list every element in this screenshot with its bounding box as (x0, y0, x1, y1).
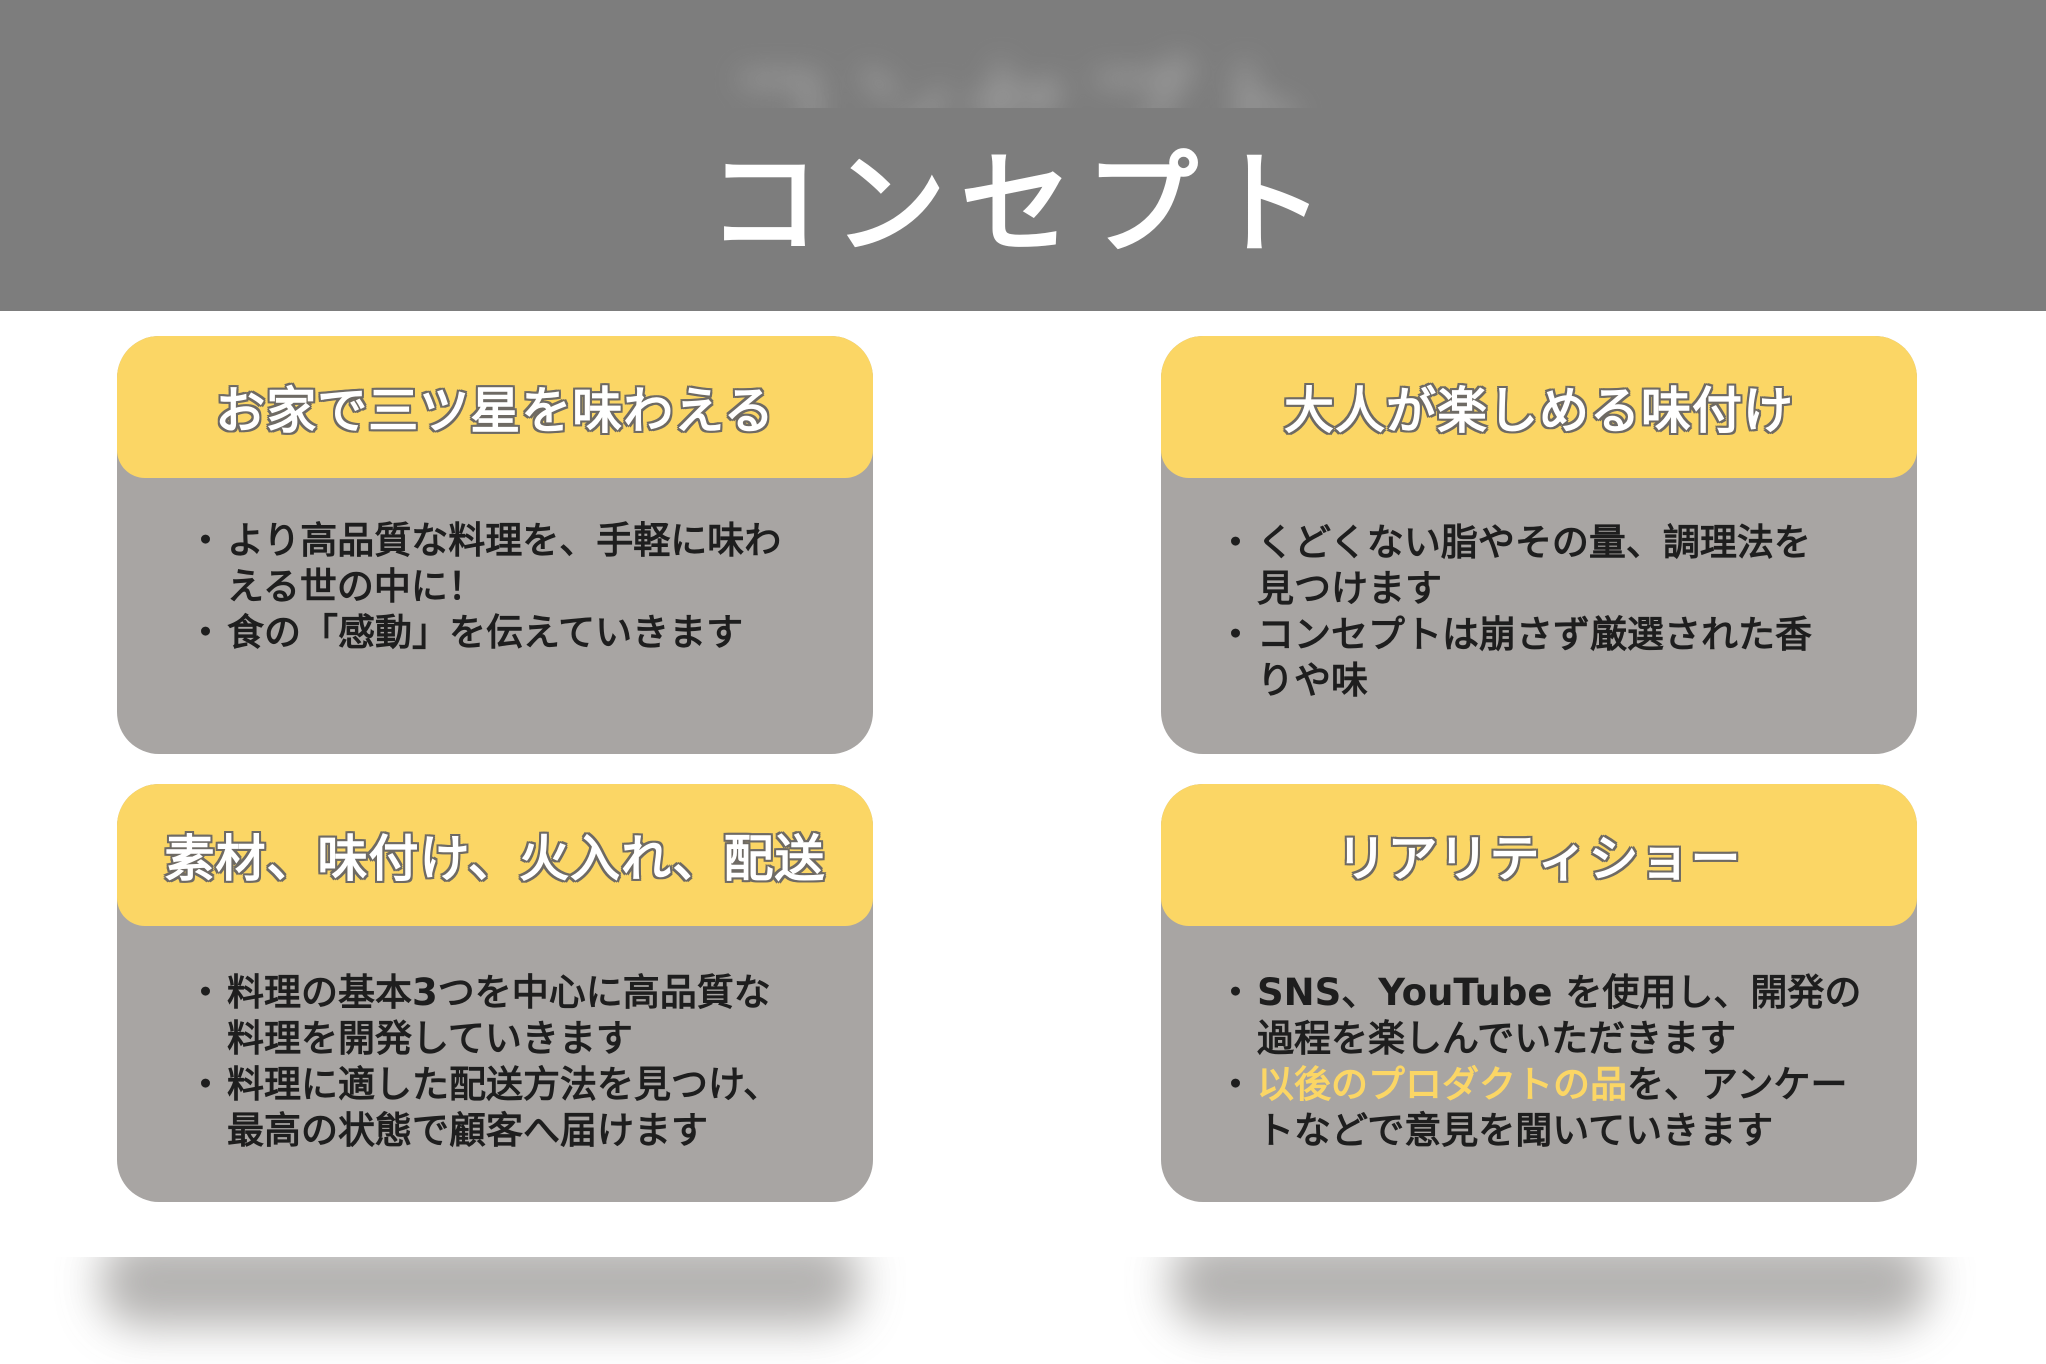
bullet-item: 食の「感動」を伝えていきます (187, 610, 803, 656)
bullet-list: くどくない脂やその量、調理法を見つけます コンセプトは崩さず厳選された香りや味 (1217, 520, 1847, 704)
card-body: SNS、YouTube を使用し、開発の過程を楽しんでいただきます 以後のプロダ… (1161, 926, 1917, 1202)
header-banner: コンセプト (0, 108, 2046, 311)
bullet-text: を、アンケートなどで意見を聞いていきます (1257, 1063, 1848, 1152)
highlight-text: 以後のプロダクトの品 (1257, 1063, 1627, 1106)
card-header: お家で三ツ星を味わえる (117, 336, 873, 478)
top-band: コンセプト (0, 0, 2046, 108)
concept-card-home-three-star: お家で三ツ星を味わえる より高品質な料理を、手軽に味わえる世の中に！ 食の「感動… (117, 336, 873, 754)
card-title: 素材、味付け、火入れ、配送 (164, 830, 826, 888)
ghost-title: コンセプト (0, 22, 2046, 108)
ghost-card-left (100, 1257, 860, 1327)
card-body: くどくない脂やその量、調理法を見つけます コンセプトは崩さず厳選された香りや味 (1161, 478, 1917, 754)
bullet-item: 料理の基本3つを中心に高品質な料理を開発していきます (187, 970, 785, 1062)
ghost-card-right (1170, 1257, 1930, 1327)
card-title: リアリティショー (1336, 830, 1742, 888)
concept-card-adult-flavor: 大人が楽しめる味付け くどくない脂やその量、調理法を見つけます コンセプトは崩さ… (1161, 336, 1917, 754)
bullet-item: 料理に適した配送方法を見つけ、最高の状態で顧客へ届けます (187, 1062, 785, 1154)
bullet-list: SNS、YouTube を使用し、開発の過程を楽しんでいただきます 以後のプロダ… (1217, 970, 1881, 1154)
content-area: お家で三ツ星を味わえる より高品質な料理を、手軽に味わえる世の中に！ 食の「感動… (0, 311, 2046, 1257)
bottom-blur-band (0, 1257, 2046, 1364)
bullet-item: コンセプトは崩さず厳選された香りや味 (1217, 612, 1847, 704)
bullet-list: より高品質な料理を、手軽に味わえる世の中に！ 食の「感動」を伝えていきます (187, 518, 803, 656)
bullet-list: 料理の基本3つを中心に高品質な料理を開発していきます 料理に適した配送方法を見つ… (187, 970, 785, 1154)
card-body: より高品質な料理を、手軽に味わえる世の中に！ 食の「感動」を伝えていきます (117, 478, 873, 754)
card-header: 素材、味付け、火入れ、配送 (117, 784, 873, 926)
card-header: リアリティショー (1161, 784, 1917, 926)
card-title: お家で三ツ星を味わえる (215, 382, 775, 440)
concept-card-reality-show: リアリティショー SNS、YouTube を使用し、開発の過程を楽しんでいただき… (1161, 784, 1917, 1202)
bullet-item: くどくない脂やその量、調理法を見つけます (1217, 520, 1847, 612)
card-header: 大人が楽しめる味付け (1161, 336, 1917, 478)
bullet-item: より高品質な料理を、手軽に味わえる世の中に！ (187, 518, 803, 610)
card-body: 料理の基本3つを中心に高品質な料理を開発していきます 料理に適した配送方法を見つ… (117, 926, 873, 1202)
card-title: 大人が楽しめる味付け (1284, 382, 1794, 440)
bullet-item: SNS、YouTube を使用し、開発の過程を楽しんでいただきます (1217, 970, 1881, 1062)
bullet-item: 以後のプロダクトの品を、アンケートなどで意見を聞いていきます (1217, 1062, 1881, 1154)
concept-card-ingredients: 素材、味付け、火入れ、配送 料理の基本3つを中心に高品質な料理を開発していきます… (117, 784, 873, 1202)
page-title: コンセプト (708, 140, 1338, 270)
